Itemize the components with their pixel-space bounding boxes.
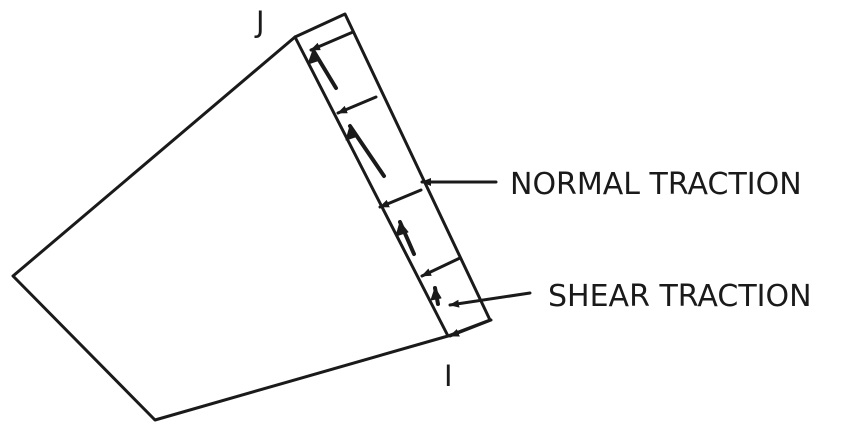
normal-arrow-1 — [309, 30, 355, 52]
normal-traction-arrows — [309, 30, 493, 338]
shear-traction-leader — [448, 291, 532, 308]
normal-traction-label: NORMAL TRACTION — [510, 167, 802, 202]
normal-arrow-4 — [420, 256, 462, 278]
element-outline — [11, 35, 450, 422]
shear-arrowhead-1 — [307, 49, 321, 65]
normal-arrow-2 — [336, 95, 378, 115]
shear-arrowhead-3 — [395, 221, 409, 237]
normal-arrow-3 — [378, 188, 423, 209]
node-label-i: I — [444, 359, 453, 393]
node-label-j: J — [254, 5, 265, 39]
shear-traction-label: SHEAR TRACTION — [548, 279, 812, 314]
normal-arrow-5 — [448, 318, 493, 338]
normal-traction-envelope — [293, 12, 492, 338]
shear-traction-arrows — [307, 48, 442, 306]
shear-arrowhead-4 — [430, 287, 442, 301]
shear-arrowhead-2 — [345, 125, 359, 141]
